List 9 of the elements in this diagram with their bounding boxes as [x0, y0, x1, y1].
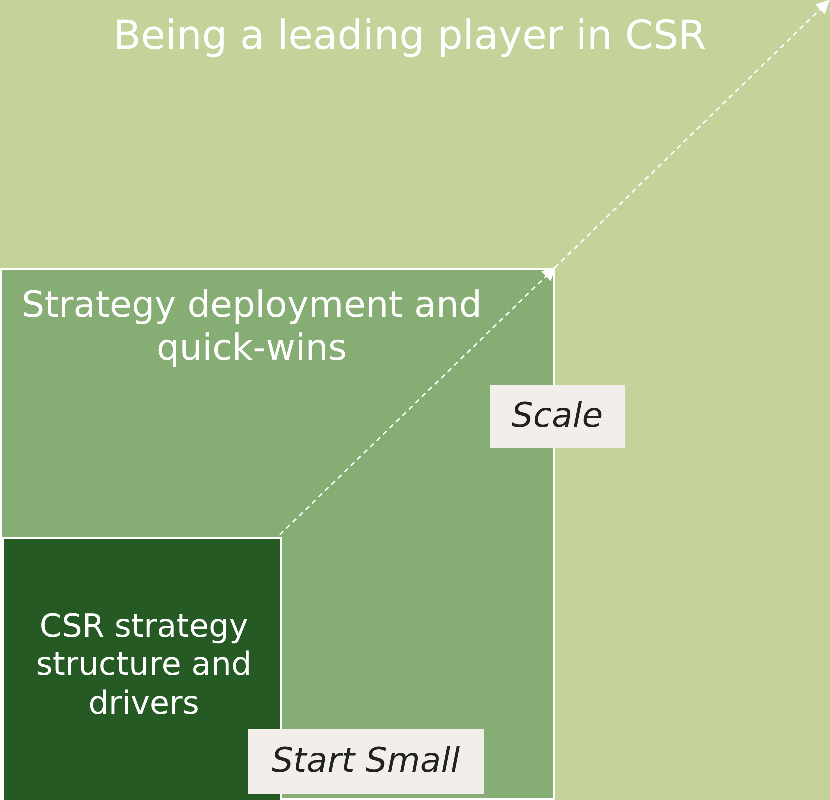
panel-heading: Being a leading player in CSR	[112, 12, 708, 60]
tag-box	[248, 729, 484, 794]
dashed-arrow	[554, 0, 830, 269]
tag-label: Scale	[512, 396, 604, 437]
dashed-arrow	[279, 267, 556, 536]
tag-label: Start Small	[272, 741, 460, 782]
tag-box	[490, 385, 625, 448]
panel-heading: Strategy deployment and quick-wins	[20, 284, 484, 370]
panel-heading: CSR strategy structure and drivers	[35, 607, 253, 722]
